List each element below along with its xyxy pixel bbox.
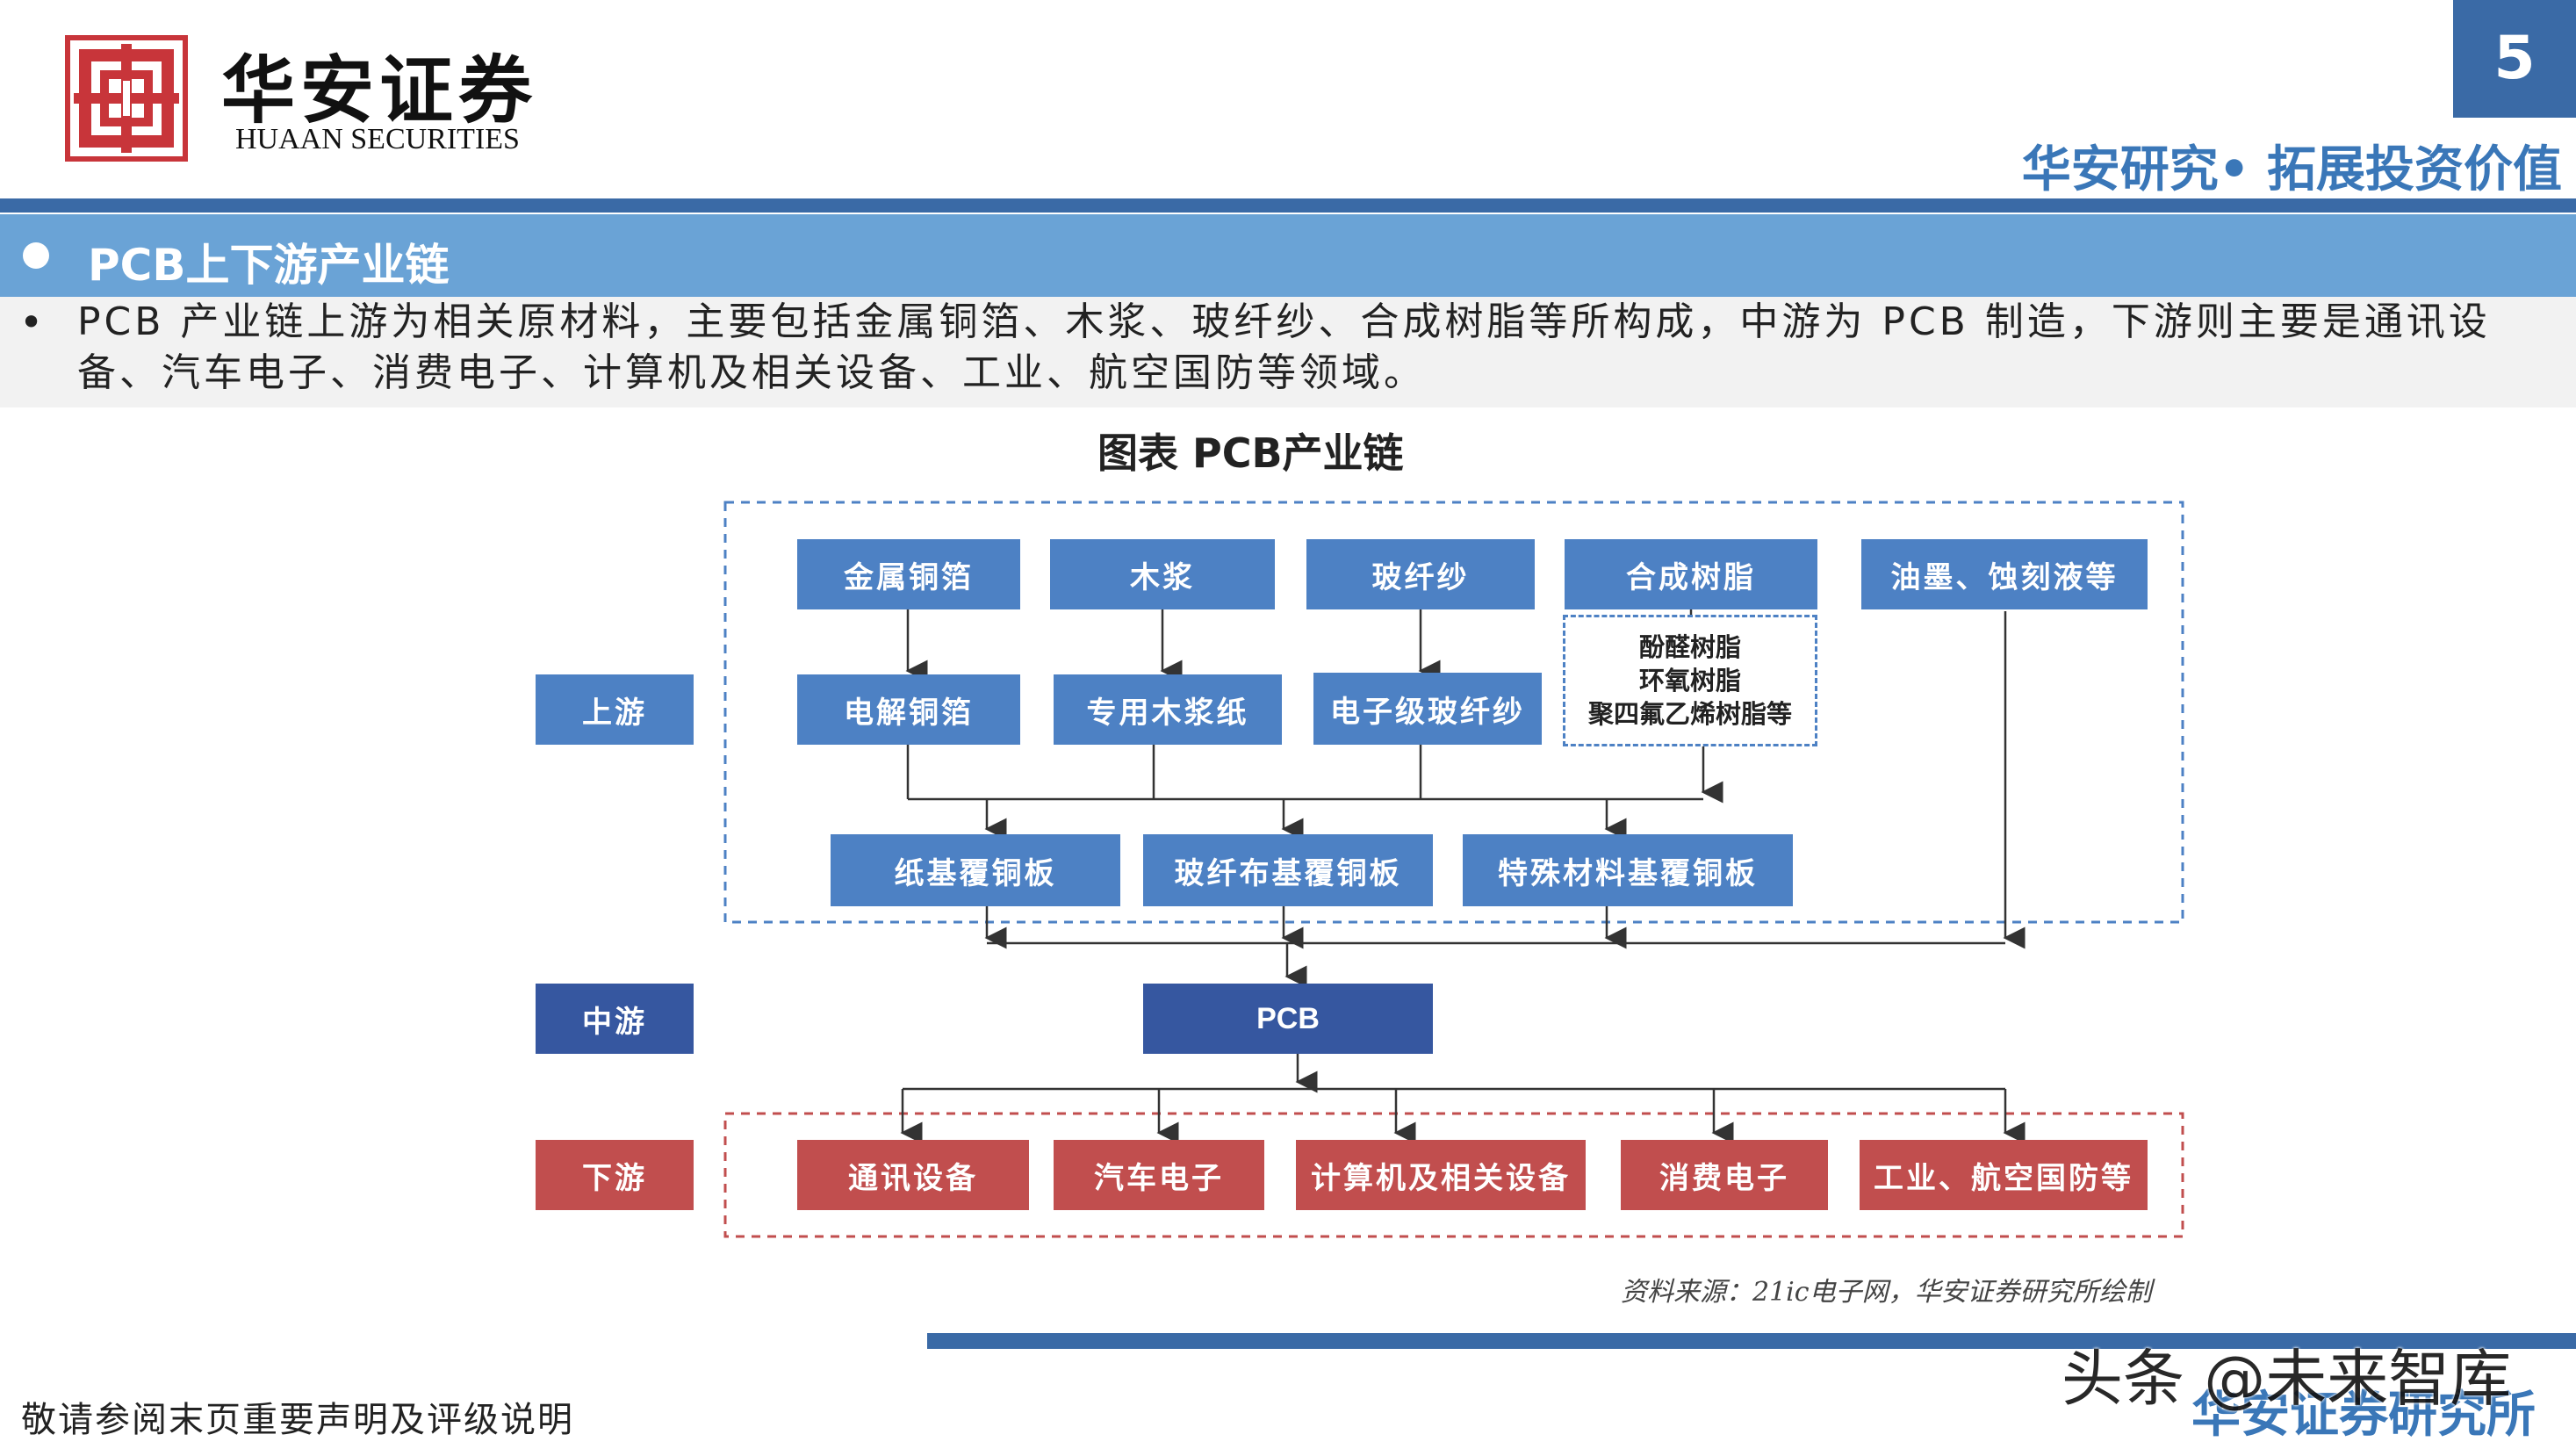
header-divider — [0, 198, 2576, 213]
footer-org-name: 华安证券研究所 — [2191, 1387, 2536, 1444]
footer-divider — [927, 1333, 2576, 1349]
figure-title: 图表 PCB产业链 — [1097, 429, 1404, 477]
intro-bullet: • — [19, 299, 44, 346]
downstream-frame — [723, 1112, 2184, 1238]
application-node: 消费电子 — [1621, 1140, 1828, 1210]
raw-material-node: 玻纤纱 — [1306, 539, 1535, 609]
brand-name-cn: 华安证券 — [221, 47, 538, 133]
resin-type: 聚四氟乙烯树脂等 — [1587, 699, 1792, 729]
application-node: 计算机及相关设备 — [1296, 1140, 1586, 1210]
resin-type: 环氧树脂 — [1638, 666, 1741, 696]
raw-material-node: 合成树脂 — [1565, 539, 1817, 609]
application-node: 通讯设备 — [797, 1140, 1029, 1210]
section-title-bar — [0, 214, 2576, 297]
processed-material-node: 电解铜箔 — [797, 674, 1020, 745]
figure-source: 资料来源：21ic电子网，华安证券研究所绘制 — [1621, 1277, 2152, 1308]
brand-name-en: HUAAN SECURITIES — [235, 123, 520, 155]
laminate-node: 特殊材料基覆铜板 — [1463, 834, 1793, 906]
section-bullet-icon — [23, 242, 49, 269]
upstream-frame — [723, 501, 2184, 924]
raw-material-node: 油墨、蚀刻液等 — [1861, 539, 2148, 609]
stage-label-midstream: 中游 — [536, 984, 694, 1054]
resin-types-box: 酚醛树脂 环氧树脂 聚四氟乙烯树脂等 — [1563, 615, 1817, 746]
application-node: 汽车电子 — [1054, 1140, 1264, 1210]
processed-material-node: 专用木浆纸 — [1054, 674, 1282, 745]
laminate-node: 纸基覆铜板 — [831, 834, 1120, 906]
header-slogan: 华安研究• 拓展投资价值 — [2021, 141, 2562, 198]
pcb-node: PCB — [1143, 984, 1433, 1054]
raw-material-node: 木浆 — [1050, 539, 1275, 609]
application-node: 工业、航空国防等 — [1860, 1140, 2148, 1210]
stage-label-downstream: 下游 — [536, 1140, 694, 1210]
huaan-logo-icon — [65, 35, 188, 162]
resin-type: 酚醛树脂 — [1638, 632, 1741, 662]
section-title: PCB上下游产业链 — [88, 240, 450, 291]
raw-material-node: 金属铜箔 — [797, 539, 1020, 609]
page-number: 5 — [2453, 0, 2576, 118]
laminate-node: 玻纤布基覆铜板 — [1143, 834, 1433, 906]
footer-disclaimer: 敬请参阅末页重要声明及评级说明 — [21, 1400, 574, 1440]
stage-label-upstream: 上游 — [536, 674, 694, 745]
watermark-text: 头条 @未来智库 — [2062, 1343, 2512, 1415]
intro-paragraph: PCB 产业链上游为相关原材料，主要包括金属铜箔、木浆、玻纤纱、合成树脂等所构成… — [77, 299, 2491, 395]
intro-background — [0, 297, 2576, 407]
processed-material-node: 电子级玻纤纱 — [1313, 673, 1542, 745]
